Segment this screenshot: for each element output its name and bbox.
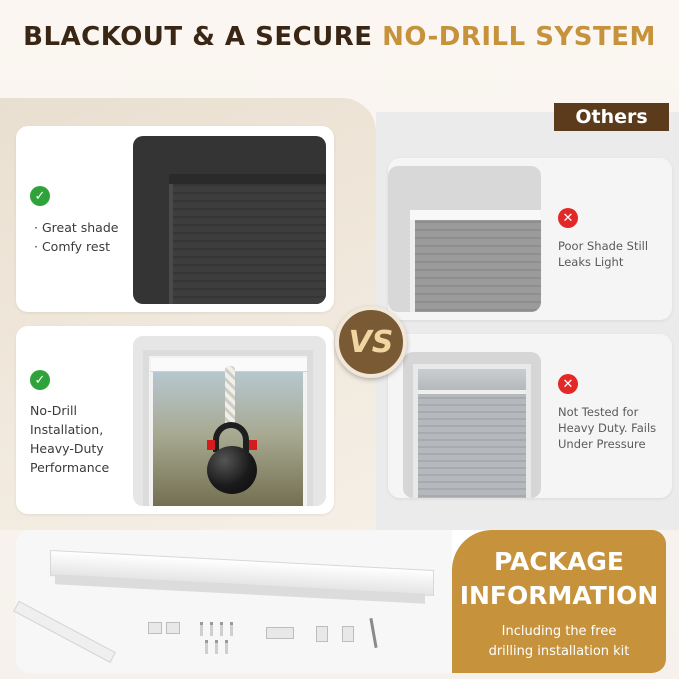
blind-fabric bbox=[169, 174, 326, 304]
bracket-part bbox=[266, 627, 294, 639]
light-leak bbox=[410, 210, 541, 220]
card-others-poor-shade: ✕ Poor Shade Still Leaks Light bbox=[388, 158, 672, 320]
package-title: PACKAGE INFORMATION bbox=[452, 545, 666, 613]
window-glass bbox=[418, 369, 526, 391]
check-icon: ✓ bbox=[30, 370, 50, 390]
screw-part bbox=[220, 622, 223, 636]
clip-part bbox=[166, 622, 180, 634]
card-line: Not Tested for bbox=[558, 405, 639, 419]
card-line: · Great shade bbox=[34, 220, 119, 235]
screw-part bbox=[205, 640, 208, 654]
others-blind-fabric bbox=[410, 210, 541, 312]
others-blind-photo bbox=[388, 166, 541, 312]
card-others-not-tested: ✕ Not Tested for Heavy Duty. Fails Under… bbox=[388, 334, 672, 498]
package-info-panel bbox=[452, 530, 666, 673]
package-title-line: PACKAGE bbox=[493, 547, 625, 576]
card-line: Under Pressure bbox=[558, 437, 646, 451]
package-subtitle-line: drilling installation kit bbox=[488, 644, 630, 659]
vs-badge: VS bbox=[335, 306, 407, 378]
title-part-2: NO-DRILL SYSTEM bbox=[382, 22, 656, 52]
card-line: Heavy Duty. Fails bbox=[558, 421, 657, 435]
cross-icon: ✕ bbox=[558, 374, 578, 394]
kettlebell-accent bbox=[207, 440, 215, 450]
card-great-shade-text: · Great shade · Comfy rest bbox=[34, 218, 118, 256]
others-tag: Others bbox=[554, 103, 669, 131]
card-others-not-tested-text: Not Tested for Heavy Duty. Fails Under P… bbox=[558, 404, 656, 452]
package-title-line: INFORMATION bbox=[459, 581, 659, 610]
package-subtitle-line: Including the free bbox=[501, 624, 617, 639]
screw-part bbox=[215, 640, 218, 654]
kettlebell-icon bbox=[207, 446, 257, 494]
others-window-photo bbox=[403, 352, 541, 498]
card-no-drill: ✓ No-Drill Installation, Heavy-Duty Perf… bbox=[16, 326, 334, 514]
kettlebell-accent bbox=[249, 440, 257, 450]
card-line: Heavy-Duty bbox=[30, 441, 104, 456]
rope bbox=[225, 366, 235, 426]
package-subtitle: Including the free drilling installation… bbox=[452, 622, 666, 662]
screw-part bbox=[225, 640, 228, 654]
card-line: Performance bbox=[30, 460, 110, 475]
bracket-part bbox=[316, 626, 328, 642]
screw-part bbox=[210, 622, 213, 636]
card-line: Poor Shade Still bbox=[558, 239, 649, 253]
check-icon: ✓ bbox=[30, 186, 50, 206]
screw-part bbox=[230, 622, 233, 636]
card-line: Leaks Light bbox=[558, 255, 624, 269]
card-great-shade: ✓ · Great shade · Comfy rest bbox=[16, 126, 334, 312]
kettlebell-test-photo bbox=[133, 336, 326, 506]
kettlebell-handle bbox=[213, 422, 249, 452]
cross-icon: ✕ bbox=[558, 208, 578, 228]
blind-rail bbox=[169, 174, 326, 184]
screw-part bbox=[200, 622, 203, 636]
title-part-1: BLACKOUT & A SECURE bbox=[23, 22, 383, 52]
page-title: BLACKOUT & A SECURE NO-DRILL SYSTEM bbox=[0, 22, 679, 52]
others-blind-fabric bbox=[418, 392, 526, 498]
card-others-poor-shade-text: Poor Shade Still Leaks Light bbox=[558, 238, 648, 270]
card-line: No-Drill bbox=[30, 403, 77, 418]
blackout-blind-photo bbox=[133, 136, 326, 304]
card-no-drill-text: No-Drill Installation, Heavy-Duty Perfor… bbox=[30, 401, 109, 477]
bracket-part bbox=[342, 626, 354, 642]
blind-rail bbox=[418, 390, 526, 394]
card-line: · Comfy rest bbox=[34, 239, 111, 254]
clip-part bbox=[148, 622, 162, 634]
card-line: Installation, bbox=[30, 422, 104, 437]
